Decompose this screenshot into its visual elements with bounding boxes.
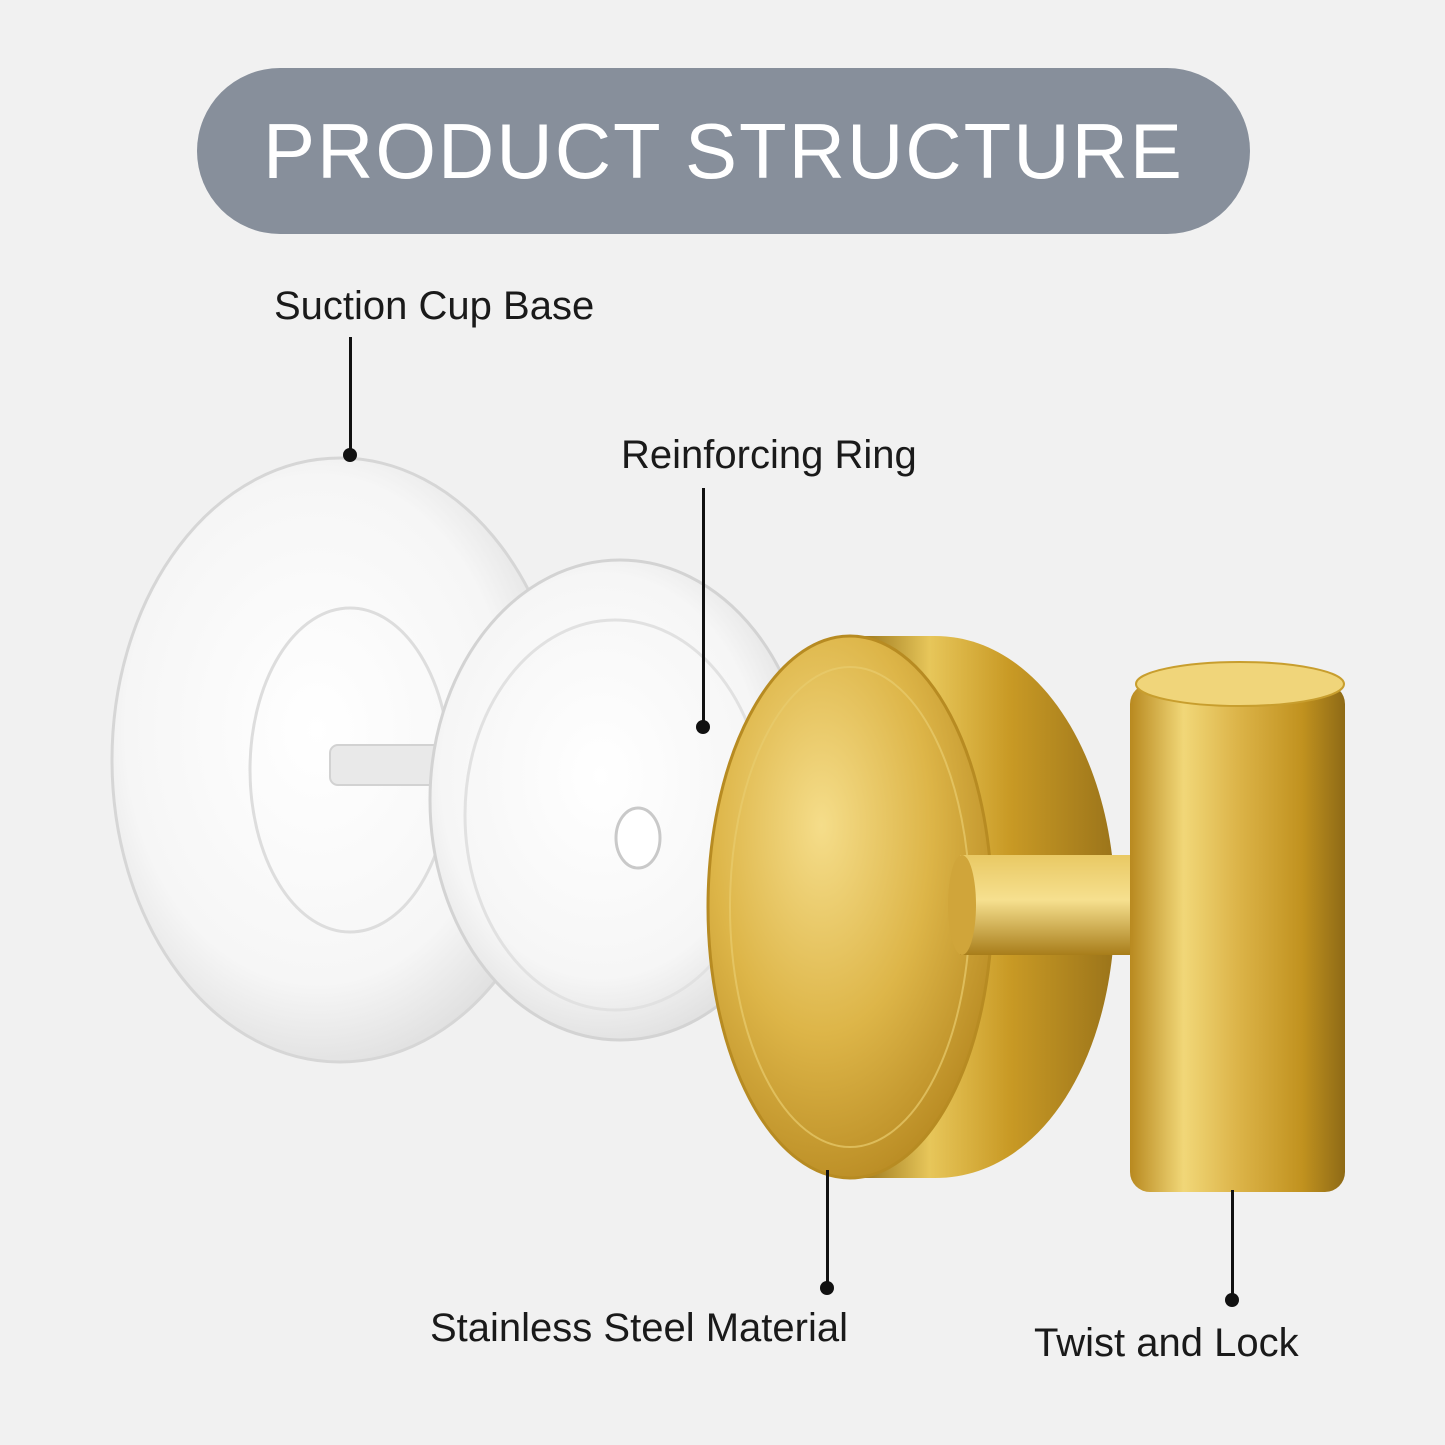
twist-lock-hook-shape — [1130, 661, 1345, 1192]
label-twist-and-lock: Twist and Lock — [1034, 1321, 1299, 1365]
leader-dot-ring — [696, 720, 710, 734]
leader-line-steel — [826, 1170, 829, 1288]
page-title: PRODUCT STRUCTURE — [263, 106, 1184, 195]
leader-dot-suction — [343, 448, 357, 462]
leader-line-ring — [702, 488, 705, 726]
title-banner: PRODUCT STRUCTURE — [197, 68, 1250, 234]
leader-line-suction — [349, 337, 352, 455]
leader-dot-twist — [1225, 1293, 1239, 1307]
leader-line-twist — [1231, 1190, 1234, 1300]
label-reinforcing-ring: Reinforcing Ring — [621, 433, 917, 477]
label-stainless-steel-material: Stainless Steel Material — [430, 1306, 848, 1350]
label-suction-cup-base: Suction Cup Base — [274, 284, 595, 328]
leader-dot-steel — [820, 1281, 834, 1295]
